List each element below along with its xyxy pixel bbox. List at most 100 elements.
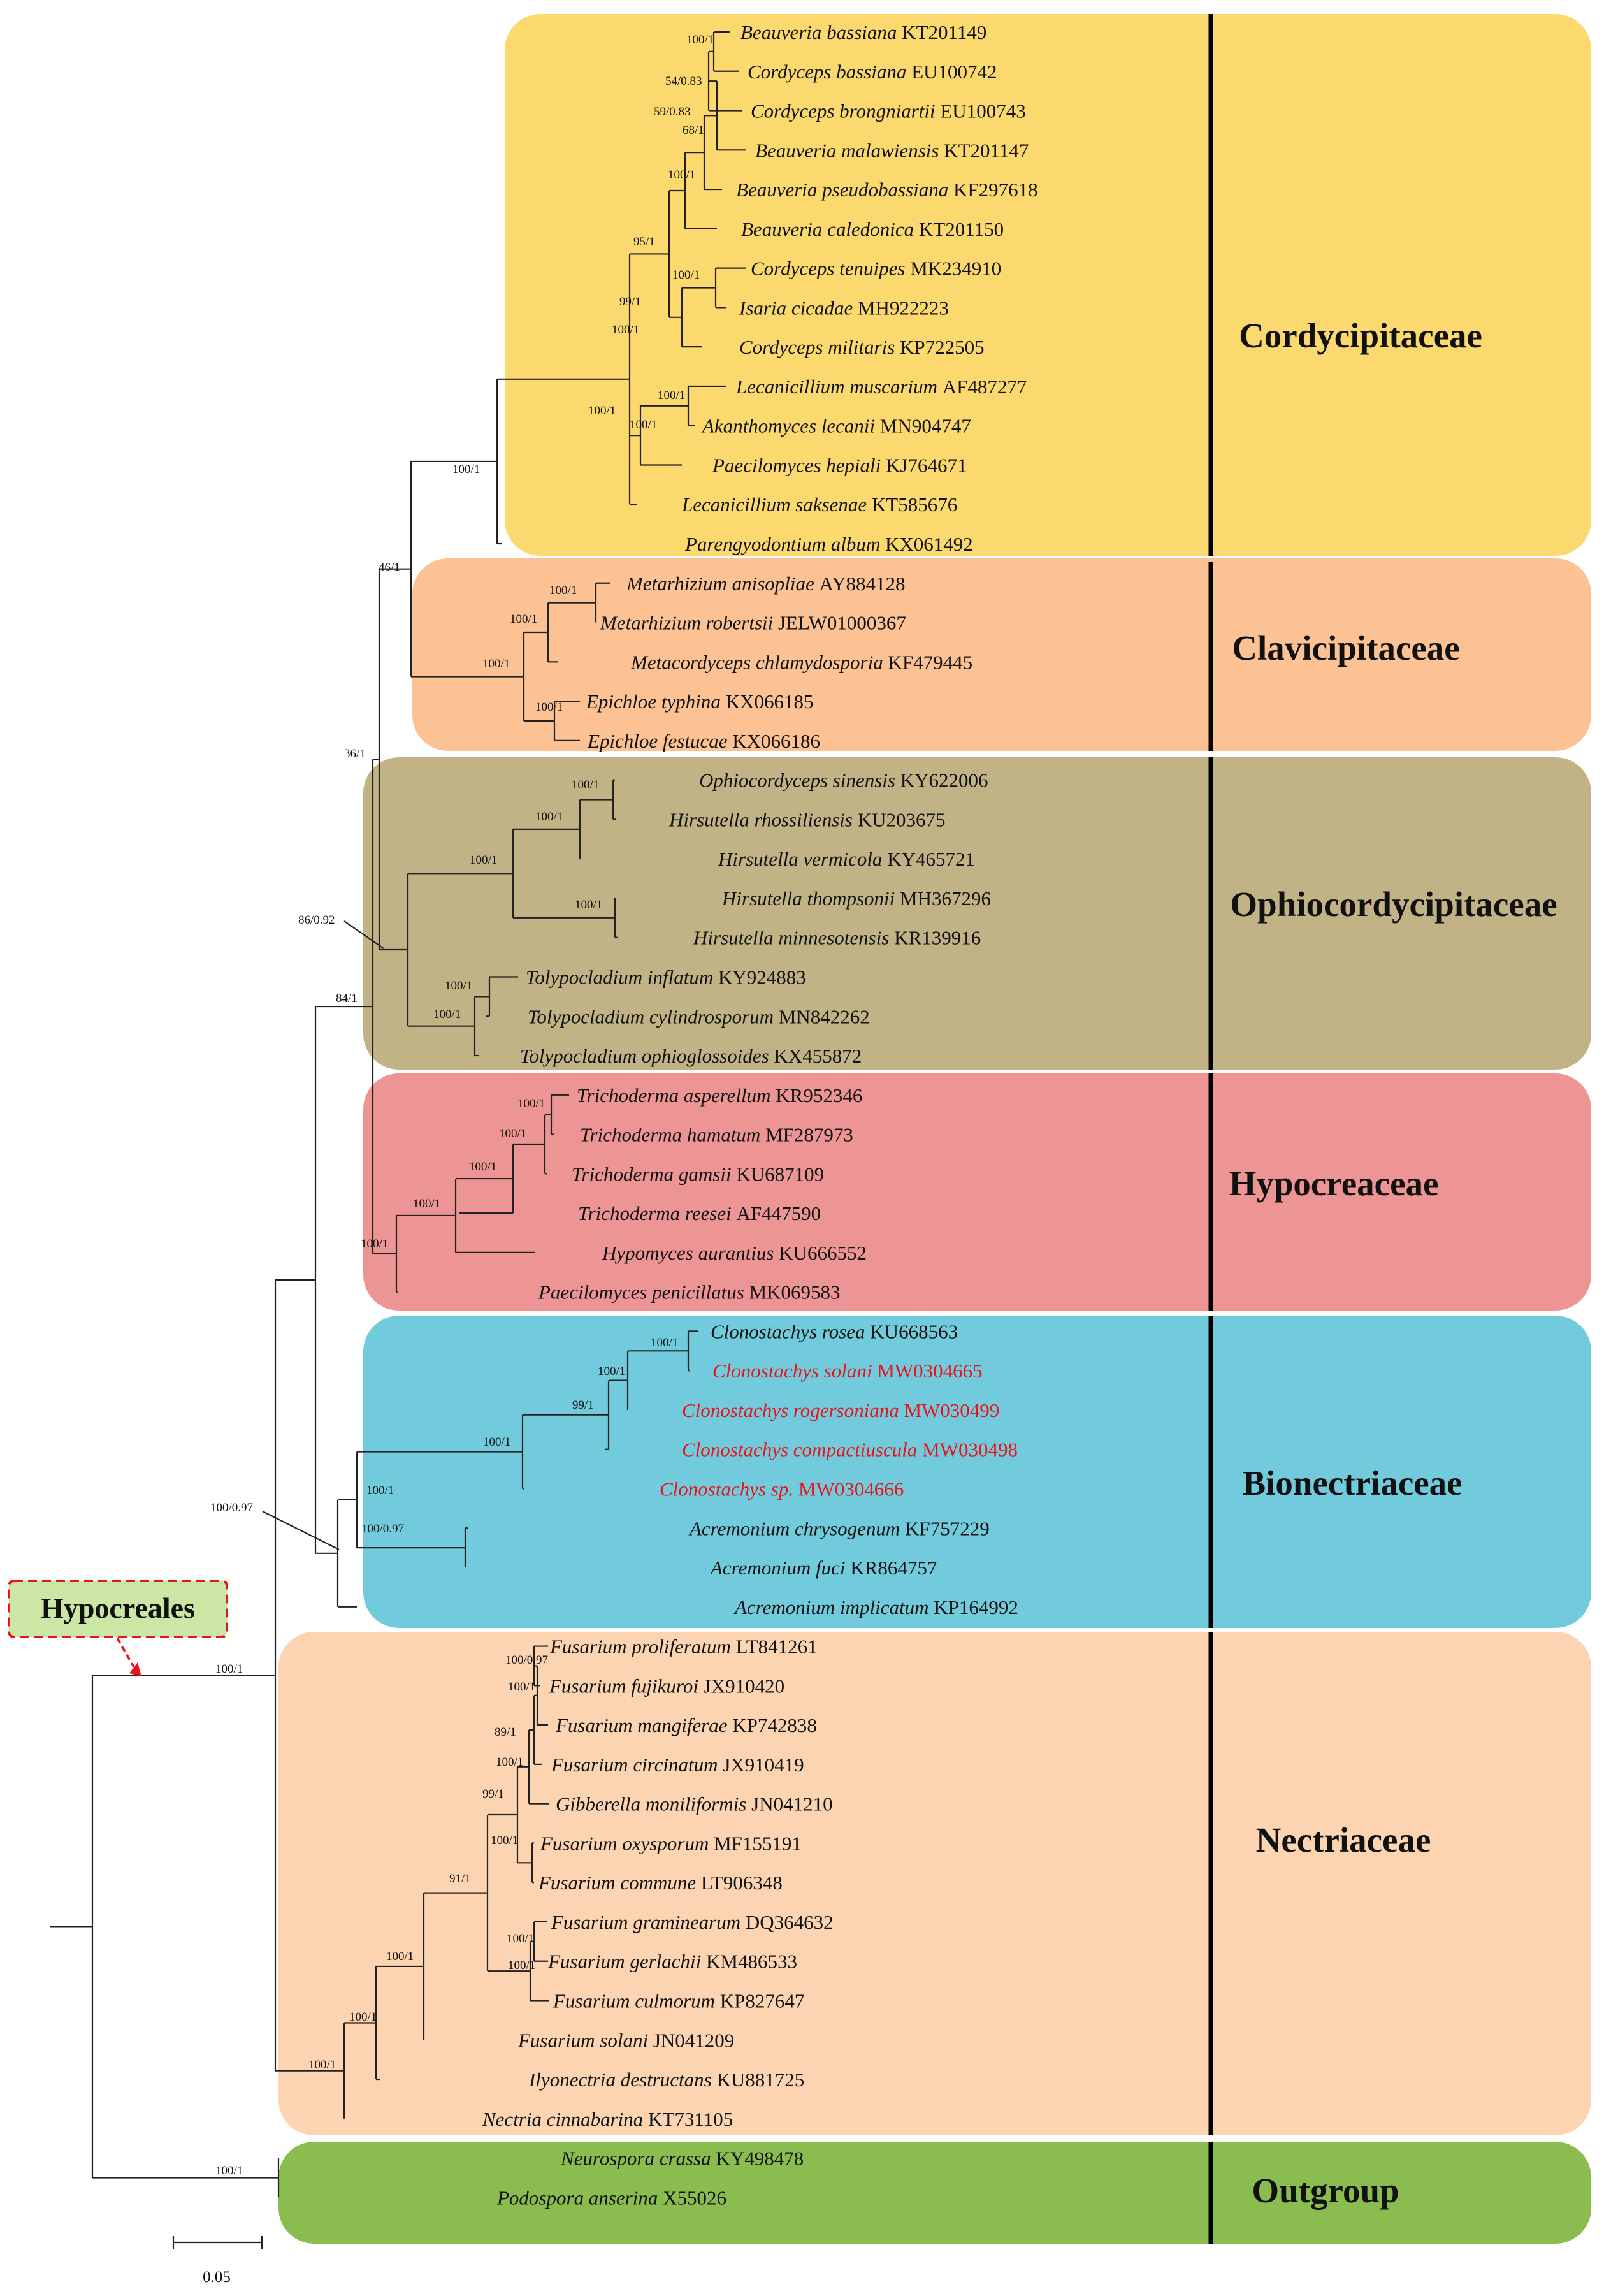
support-value: 100/1 <box>413 1197 440 1210</box>
support-value: 100/1 <box>445 979 472 992</box>
support-value: 86/0.92 <box>298 913 335 927</box>
support-value: 100/1 <box>510 613 537 626</box>
family-box-clavicipitaceae <box>412 558 1591 751</box>
support-value: 100/1 <box>482 657 510 671</box>
family-box-bionectriaceae <box>363 1316 1591 1628</box>
taxon-label: Ophiocordyceps sinensis KY622006 <box>699 769 988 792</box>
support-value: 100/1 <box>483 1435 510 1449</box>
taxon-label: Fusarium commune LT906348 <box>538 1871 783 1894</box>
support-value: 100/1 <box>572 778 599 792</box>
support-value: 89/1 <box>495 1726 516 1739</box>
taxon-label: Fusarium solani JN041209 <box>517 2029 734 2051</box>
taxon-label: Akanthomyces lecanii MN904747 <box>701 415 971 437</box>
support-value: 100/0.97 <box>505 1653 548 1667</box>
taxon-label: Epichloe typhina KX066185 <box>586 690 813 713</box>
family-box-nectriaceae <box>278 1632 1591 2135</box>
family-label-cordycipitaceae: Cordycipitaceae <box>1239 316 1482 355</box>
taxon-label: Lecanicillium saksenae KT585676 <box>681 493 957 516</box>
support-values: 100/154/0.8359/0.8368/1100/195/1100/199/… <box>210 33 714 2177</box>
support-value: 100/1 <box>499 1127 526 1140</box>
support-value: 100/1 <box>672 268 700 282</box>
support-value: 100/1 <box>549 584 577 597</box>
support-value: 100/1 <box>469 1160 496 1173</box>
taxon-label: Fusarium graminearum DQ364632 <box>551 1911 834 1933</box>
scale-bar: 0.05 <box>172 2236 263 2286</box>
support-value: 99/1 <box>482 1787 504 1801</box>
taxon-label: Hirsutella thompsonii MH367296 <box>721 887 991 910</box>
support-value: 100/1 <box>361 1237 388 1251</box>
taxon-label: Neurospora crassa KY498478 <box>560 2147 804 2170</box>
family-label-bionectriaceae: Bionectriaceae <box>1242 1464 1462 1502</box>
support-value: 100/1 <box>215 2164 243 2177</box>
taxon-label: Metarhizium anisopliae AY884128 <box>626 572 905 595</box>
support-value: 84/1 <box>336 992 358 1005</box>
taxon-label: Paecilomyces penicillatus MK069583 <box>538 1281 841 1304</box>
scale-label: 0.05 <box>203 2269 231 2286</box>
taxon-label: Clonostachys rosea KU668563 <box>711 1320 958 1342</box>
support-value: 99/1 <box>619 295 641 309</box>
taxon-label: Trichoderma gamsii KU687109 <box>572 1163 824 1185</box>
support-value: 100/1 <box>349 2010 377 2024</box>
taxon-label: Trichoderma asperellum KR952346 <box>577 1084 862 1107</box>
taxon-label: Epichloe festucae KX066186 <box>587 730 820 752</box>
order-label-frame <box>8 1580 228 1638</box>
taxon-label: Clonostachys sp. MW0304666 <box>660 1478 904 1500</box>
support-value: 100/1 <box>575 898 602 912</box>
taxon-label: Parengyodontium album KX061492 <box>684 533 973 555</box>
support-value: 100/1 <box>308 2058 336 2072</box>
taxon-label: Beauveria malawiensis KT201147 <box>755 139 1029 161</box>
taxon-label: Paecilomyces hepiali KJ764671 <box>712 454 967 476</box>
family-label-nectriaceae: Nectriaceae <box>1256 1820 1431 1859</box>
taxon-label: Hirsutella rhossiliensis KU203675 <box>668 808 945 831</box>
family-boxes <box>278 14 1591 2244</box>
order-arrow <box>116 1638 135 1668</box>
family-label-hypocreaceae: Hypocreaceae <box>1229 1164 1439 1203</box>
support-value: 46/1 <box>379 561 400 574</box>
support-value: 100/1 <box>651 1336 678 1349</box>
support-value: 100/1 <box>433 1008 461 1021</box>
taxon-label: Fusarium culmorum KP827647 <box>553 1990 804 2012</box>
taxon-label: Nectria cinnabarina KT731105 <box>482 2108 733 2130</box>
support-value: 100/0.97 <box>361 1522 404 1536</box>
support-value: 99/1 <box>572 1399 594 1412</box>
support-value: 100/1 <box>588 404 616 418</box>
taxon-label: Cordyceps militaris KP722505 <box>739 336 985 358</box>
taxon-label: Metarhizium robertsii JELW01000367 <box>600 612 906 634</box>
taxon-label: Fusarium gerlachii KM486533 <box>547 1951 797 1973</box>
support-value: 100/1 <box>535 810 563 824</box>
taxon-label: Ilyonectria destructans KU881725 <box>528 2068 804 2091</box>
support-value: 100/1 <box>517 1097 545 1110</box>
family-box-cordycipitaceae <box>505 14 1591 556</box>
order-label: Hypocreales <box>41 1592 195 1624</box>
family-box-hypocreaceae <box>363 1073 1591 1311</box>
support-value: 100/1 <box>386 1950 414 1963</box>
support-value: 100/1 <box>470 854 497 867</box>
taxon-label: Fusarium proliferatum LT841261 <box>549 1636 818 1658</box>
taxon-label: Fusarium circinatum JX910419 <box>551 1754 804 1776</box>
taxon-label: Acremonium implicatum KP164992 <box>733 1596 1018 1618</box>
support-value: 36/1 <box>344 747 366 760</box>
support-value: 100/1 <box>508 1680 535 1694</box>
taxon-label: Clonostachys compactiuscula MW030498 <box>682 1439 1018 1461</box>
taxon-label: Cordyceps brongniartii EU100743 <box>751 100 1026 122</box>
support-value: 100/1 <box>366 1484 394 1497</box>
taxon-label: Cordyceps bassiana EU100742 <box>748 61 997 83</box>
taxon-label: Clonostachys rogersoniana MW030499 <box>682 1399 999 1421</box>
support-value: 100/1 <box>598 1365 625 1378</box>
family-labels: CordycipitaceaeClavicipitaceaeOphiocordy… <box>1229 316 1557 2210</box>
taxon-label: Gibberella moniliformis JN041210 <box>556 1793 833 1815</box>
support-value: 54/0.83 <box>665 75 702 88</box>
support-value: 100/1 <box>508 1959 535 1972</box>
taxon-label: Cordyceps tenuipes MK234910 <box>751 258 1001 280</box>
family-box-outgroup <box>278 2142 1591 2244</box>
taxon-label: Tolypocladium inflatum KY924883 <box>526 966 806 988</box>
support-value: 100/0.97 <box>210 1501 253 1515</box>
support-value: 100/1 <box>491 1834 518 1847</box>
taxon-label: Metacordyceps chlamydosporia KF479445 <box>630 651 972 673</box>
support-value: 100/1 <box>507 1932 534 1945</box>
taxon-label: Fusarium oxysporum MF155191 <box>540 1832 802 1854</box>
support-leader <box>262 1511 340 1550</box>
family-label-ophiocordycipitaceae: Ophiocordycipitaceae <box>1230 885 1557 924</box>
